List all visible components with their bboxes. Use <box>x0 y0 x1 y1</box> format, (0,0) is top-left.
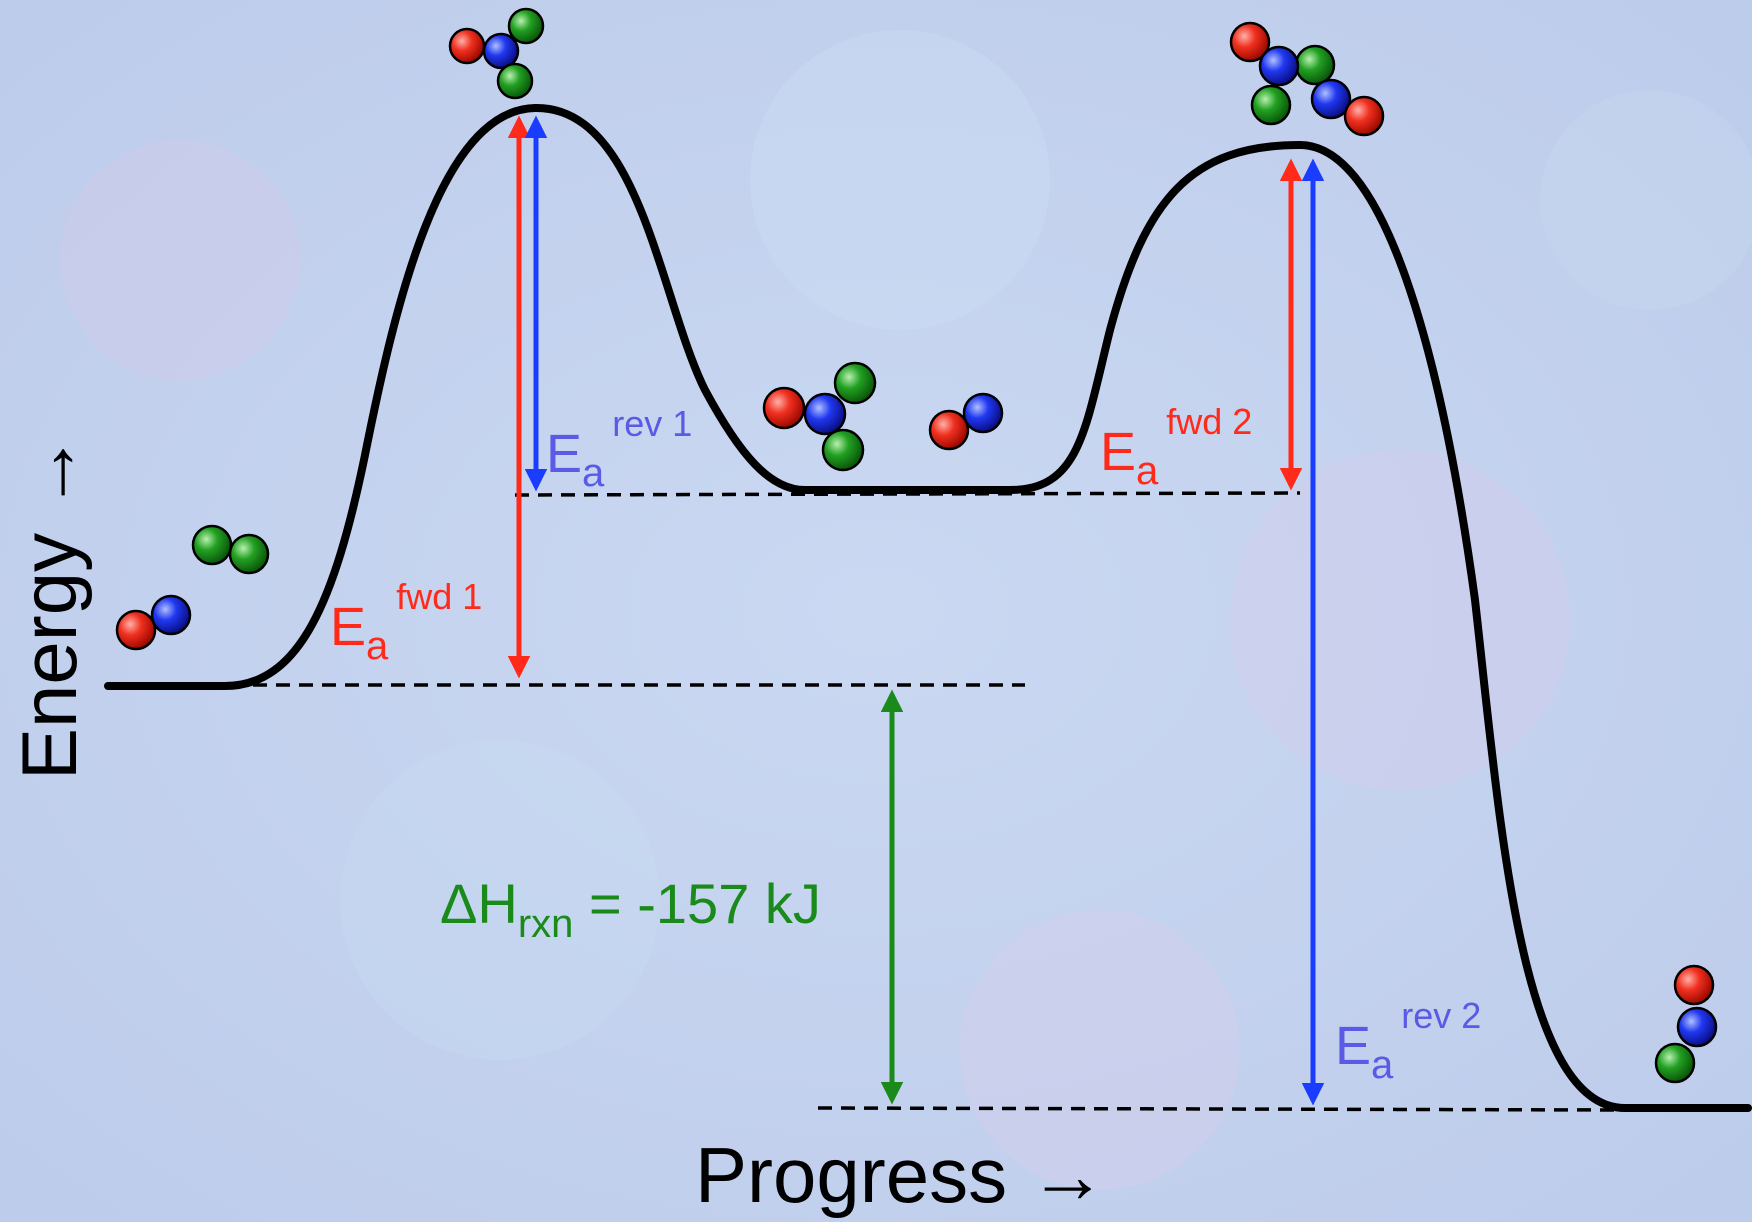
blue-atom <box>1676 1006 1718 1048</box>
green-atom <box>833 361 877 405</box>
green-atom <box>1250 84 1292 126</box>
green-atom <box>1654 1042 1696 1084</box>
blue-atom <box>482 32 520 70</box>
product-level-line <box>817 1106 1621 1112</box>
ea-fwd1-label: Eafwd 1 <box>330 576 482 668</box>
green-atom <box>228 533 270 575</box>
blue-atom <box>1310 78 1352 120</box>
red-atom <box>1343 95 1385 137</box>
blue-atom <box>1258 45 1300 87</box>
ea-rev1-label: Earev 1 <box>546 403 692 495</box>
product-molecule <box>1654 964 1718 1084</box>
energy-curve <box>104 103 1752 1112</box>
intermediate-molecule <box>762 361 877 472</box>
red-atom <box>448 27 486 65</box>
blue-atom <box>803 392 847 436</box>
green-atom <box>507 7 545 45</box>
green-atom <box>1294 44 1336 86</box>
red-atom <box>1229 21 1271 63</box>
ea-rev2-label: Earev 2 <box>1335 995 1481 1087</box>
delta-h-label: ΔHrxn = -157 kJ <box>440 872 821 946</box>
green-atom <box>821 428 865 472</box>
transition-state-2 <box>1229 21 1385 137</box>
background-texture <box>60 30 1752 1190</box>
intermediate-diatomic <box>928 392 1004 451</box>
blue-atom <box>150 594 192 636</box>
red-atom <box>1673 964 1715 1006</box>
red-atom <box>115 609 157 651</box>
reactant-molecule-b <box>191 524 270 575</box>
green-atom <box>496 62 534 100</box>
red-atom <box>928 409 970 451</box>
blue-atom <box>962 392 1004 434</box>
red-atom <box>762 386 806 430</box>
green-atom <box>191 524 233 566</box>
x-axis-label: Progress → <box>695 1131 1107 1219</box>
transition-state-1 <box>448 7 545 100</box>
ea-fwd2-label: Eafwd 2 <box>1100 401 1252 493</box>
y-axis-label: Energy → <box>5 433 93 780</box>
reactant-molecule-a <box>115 594 192 651</box>
